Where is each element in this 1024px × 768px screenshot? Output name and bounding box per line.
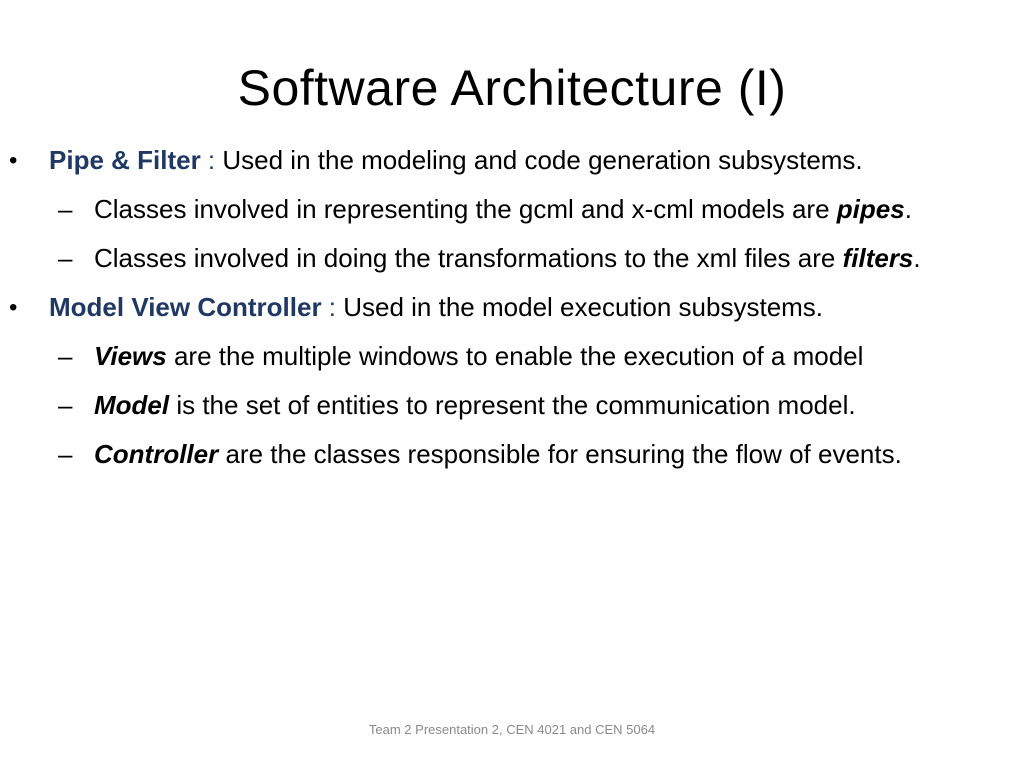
sub-bullet-trail: . (913, 243, 921, 273)
bullet-item: • Model View Controller : Used in the mo… (0, 287, 1024, 328)
slide-footer: Team 2 Presentation 2, CEN 4021 and CEN … (368, 722, 656, 737)
sub-bullet-emphasis: pipes (836, 194, 905, 224)
dash-icon: – (58, 341, 73, 371)
bullet-text: Used in the model execution subsystems. (336, 292, 824, 322)
sub-bullet-text: Classes involved in representing the gcm… (94, 194, 837, 224)
sub-bullet-emphasis: filters (842, 243, 914, 273)
dash-icon: – (58, 243, 73, 273)
sub-bullet-trail: . (904, 194, 912, 224)
sub-bullet-text: are the multiple windows to enable the e… (166, 341, 864, 371)
bullet-term: Model View Controller (49, 292, 322, 322)
sub-bullet-item: – Controller are the classes responsible… (0, 434, 1024, 475)
sub-bullet-text: is the set of entities to represent the … (169, 390, 856, 420)
dash-icon: – (58, 194, 73, 224)
sub-bullet-text: Classes involved in doing the transforma… (94, 243, 843, 273)
bullet-icon: • (9, 294, 18, 321)
bullet-icon: • (9, 147, 18, 174)
sub-bullet-item: – Model is the set of entities to repres… (0, 385, 1024, 426)
dash-icon: – (58, 439, 73, 469)
bullet-text: Used in the modeling and code generation… (215, 145, 863, 175)
bullet-item: • Pipe & Filter : Used in the modeling a… (0, 140, 1024, 181)
sub-bullet-emphasis: Controller (94, 439, 219, 469)
bullet-term: Pipe & Filter (49, 145, 201, 175)
sub-bullet-text: are the classes responsible for ensuring… (218, 439, 902, 469)
dash-icon: – (58, 390, 73, 420)
bullet-separator: : (321, 292, 337, 322)
sub-bullet-item: – Classes involved in doing the transfor… (0, 238, 1024, 279)
sub-bullet-emphasis: Views (94, 341, 167, 371)
sub-bullet-item: – Views are the multiple windows to enab… (0, 336, 1024, 377)
sub-bullet-emphasis: Model (94, 390, 170, 420)
slide-title: Software Architecture (I) (237, 60, 787, 116)
slide-content: • Pipe & Filter : Used in the modeling a… (0, 140, 1024, 483)
sub-bullet-item: – Classes involved in representing the g… (0, 189, 1024, 230)
bullet-separator: : (200, 145, 216, 175)
